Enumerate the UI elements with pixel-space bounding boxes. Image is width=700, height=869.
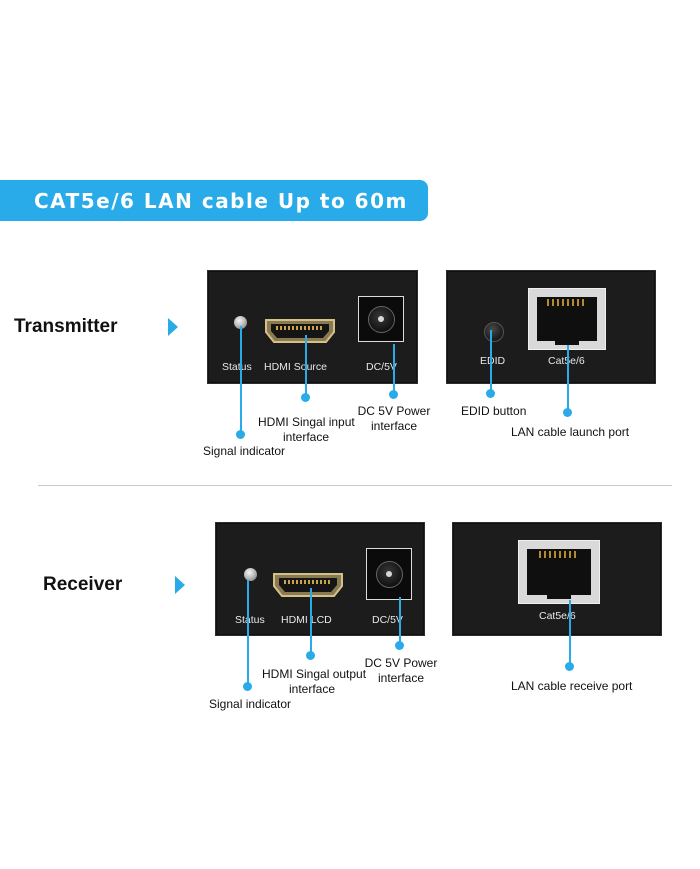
hdmi-output-callout-line2: interface — [288, 682, 336, 696]
rj45-port-icon — [518, 540, 600, 604]
edid-button-callout: EDID button — [461, 404, 527, 418]
edid-leader-line — [490, 330, 492, 392]
lan-launch-leader-line — [567, 345, 569, 411]
hdmi-port-icon — [273, 573, 343, 597]
signal-indicator-dot — [243, 682, 252, 691]
banner-title: CAT5e/6 LAN cable Up to 60m — [34, 189, 408, 213]
hdmi-input-callout: HDMI Singal input interface — [258, 415, 355, 445]
signal-indicator-callout: Signal indicator — [203, 444, 286, 458]
dc-power-callout-line2: interface — [377, 671, 425, 685]
status-led-icon — [244, 568, 257, 581]
status-label: Status — [222, 361, 252, 373]
cat-port-label: Cat5e/6 — [548, 355, 585, 367]
receiver-front-panel: Status HDMI LCD DC/5V — [215, 522, 425, 636]
dc-leader-line — [393, 344, 395, 394]
hdmi-source-label: HDMI Source — [264, 361, 328, 373]
transmitter-front-panel: Status HDMI Source DC/5V — [207, 270, 418, 384]
lan-receive-callout: LAN cable receive port — [511, 679, 633, 693]
edid-label: EDID — [480, 355, 506, 367]
hdmi-port-icon — [265, 319, 335, 343]
receiver-back-panel: Cat5e/6 — [452, 522, 662, 636]
status-led-icon — [234, 316, 247, 329]
edid-button-icon — [484, 322, 504, 342]
hdmi-dot — [306, 651, 315, 660]
signal-indicator-callout: Signal indicator — [209, 697, 292, 711]
lan-launch-dot — [563, 408, 572, 417]
title-banner: CAT5e/6 LAN cable Up to 60m — [0, 180, 428, 221]
hdmi-leader-line — [305, 335, 307, 397]
dc-power-callout: DC 5V Power interface — [354, 404, 434, 434]
hdmi-lcd-label: HDMI LCD — [281, 614, 332, 626]
dc-dot — [395, 641, 404, 650]
dc-dot — [389, 390, 398, 399]
dc-label: DC/5V — [366, 361, 397, 373]
hdmi-output-callout: HDMI Singal output interface — [262, 667, 367, 697]
dc-jack-icon — [358, 296, 404, 342]
hdmi-dot — [301, 393, 310, 402]
receiver-arrow-icon — [175, 576, 185, 594]
signal-indicator-dot — [236, 430, 245, 439]
transmitter-back-panel: EDID Cat5e/6 — [446, 270, 656, 384]
section-divider — [38, 485, 672, 486]
hdmi-output-callout-line1: HDMI Singal output — [262, 667, 367, 681]
cat-port-label: Cat5e/6 — [539, 610, 576, 622]
hdmi-leader-line — [310, 588, 312, 654]
dc-jack-icon — [366, 548, 412, 600]
lan-receive-dot — [565, 662, 574, 671]
dc-power-callout-line1: DC 5V Power — [364, 656, 438, 670]
dc-leader-line — [399, 597, 401, 645]
edid-dot — [486, 389, 495, 398]
status-label: Status — [235, 614, 265, 626]
hdmi-input-callout-line2: interface — [282, 430, 330, 444]
lan-launch-callout: LAN cable launch port — [511, 425, 630, 439]
transmitter-arrow-icon — [168, 318, 178, 336]
receiver-label: Receiver — [43, 574, 123, 595]
lan-receive-leader-line — [569, 600, 571, 666]
signal-indicator-leader-line — [247, 580, 249, 686]
dc-power-callout-line2: interface — [370, 419, 418, 433]
dc-power-callout-line1: DC 5V Power — [357, 404, 431, 418]
dc-power-callout: DC 5V Power interface — [361, 656, 441, 686]
signal-indicator-leader-line — [240, 326, 242, 434]
hdmi-input-callout-line1: HDMI Singal input — [258, 415, 355, 429]
dc-label: DC/5V — [372, 614, 403, 626]
transmitter-label: Transmitter — [14, 316, 118, 337]
rj45-port-icon — [528, 288, 606, 350]
